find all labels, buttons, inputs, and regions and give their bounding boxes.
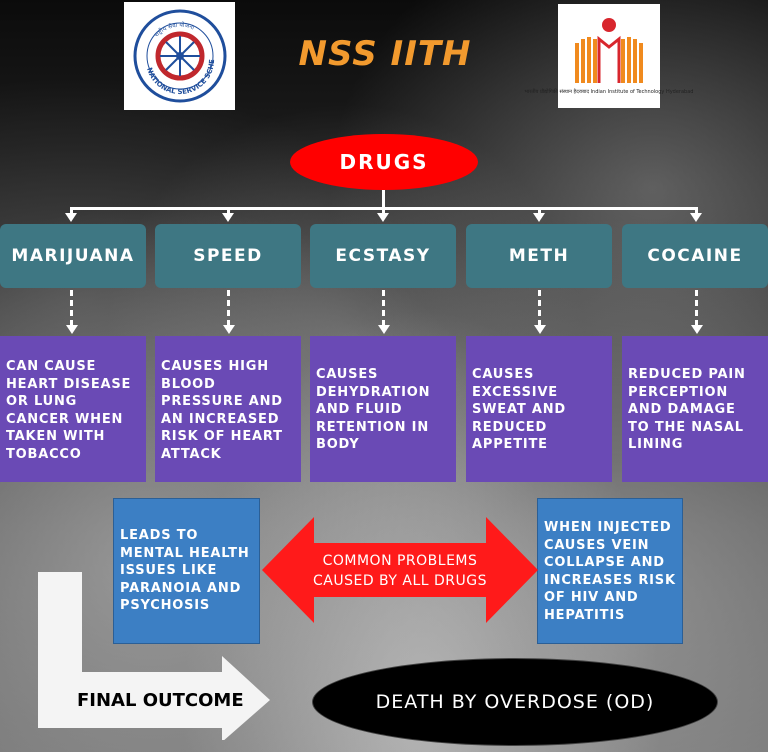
- dashed-connector-speed: [227, 290, 233, 326]
- drug-box-speed: SPEED: [155, 224, 301, 288]
- arrow-head-marijuana: [65, 213, 77, 222]
- final-outcome-arrow: [38, 572, 270, 740]
- dashed-connector-cocaine: [695, 290, 701, 326]
- root-connector-vertical: [382, 190, 385, 208]
- common-problem-injection: When injected causes vein collapse and i…: [537, 498, 683, 644]
- arrow-head-effect-speed: [223, 325, 235, 334]
- arrow-head-ecstasy: [377, 213, 389, 222]
- arrow-head-speed: [222, 213, 234, 222]
- branch-drop-marijuana: [70, 207, 73, 216]
- page-title: NSS IITH: [298, 34, 472, 74]
- effect-box-marijuana: Can cause heart disease or lung cancer w…: [0, 336, 146, 482]
- effect-box-cocaine: Reduced pain perception and damage to th…: [622, 336, 768, 482]
- branch-drop-cocaine: [695, 207, 698, 216]
- effect-box-ecstasy: Causes dehydration and fluid retention i…: [310, 336, 456, 482]
- common-problems-label: COMMON PROBLEMS CAUSED BY ALL DRUGS: [312, 553, 488, 589]
- arrow-head-effect-ecstasy: [378, 325, 390, 334]
- arrow-head-meth: [533, 213, 545, 222]
- dashed-connector-marijuana: [70, 290, 76, 326]
- branch-drop-ecstasy: [382, 207, 385, 216]
- iith-logo-caption: भारतीय प्रौद्योगिकी संस्थान हैदराबाद Ind…: [524, 89, 694, 95]
- death-by-overdose-ellipse: DEATH BY OVERDOSE (OD): [312, 658, 718, 746]
- drug-box-meth: METH: [466, 224, 612, 288]
- final-outcome-label: FINAL OUTCOME: [77, 690, 244, 711]
- iith-emblem-icon: [575, 18, 643, 83]
- common-problem-mental-health: Leads to mental health issues like paran…: [113, 498, 260, 644]
- drug-box-ecstasy: ECSTASY: [310, 224, 456, 288]
- dashed-connector-meth: [538, 290, 544, 326]
- root-node-drugs: DRUGS: [290, 134, 478, 190]
- dashed-connector-ecstasy: [382, 290, 388, 326]
- arrow-head-effect-cocaine: [691, 325, 703, 334]
- arrow-head-cocaine: [690, 213, 702, 222]
- drug-box-cocaine: COCAINE: [622, 224, 768, 288]
- arrow-head-effect-marijuana: [66, 325, 78, 334]
- effect-box-meth: Causes excessive sweat and reduced appet…: [466, 336, 612, 482]
- branch-drop-meth: [538, 207, 541, 216]
- arrow-head-effect-meth: [534, 325, 546, 334]
- effect-box-speed: Causes high blood pressure and an increa…: [155, 336, 301, 482]
- nss-logo: NATIONAL SERVICE SCHEME राष्ट्रीय सेवा य…: [124, 2, 235, 110]
- drug-box-marijuana: MARIJUANA: [0, 224, 146, 288]
- nss-wheel-icon: NATIONAL SERVICE SCHEME राष्ट्रीय सेवा य…: [132, 8, 226, 103]
- branch-drop-speed: [227, 207, 230, 216]
- iith-logo: भारतीय प्रौद्योगिकी संस्थान हैदराबाद Ind…: [525, 4, 693, 108]
- common-problems-double-arrow: [262, 517, 538, 623]
